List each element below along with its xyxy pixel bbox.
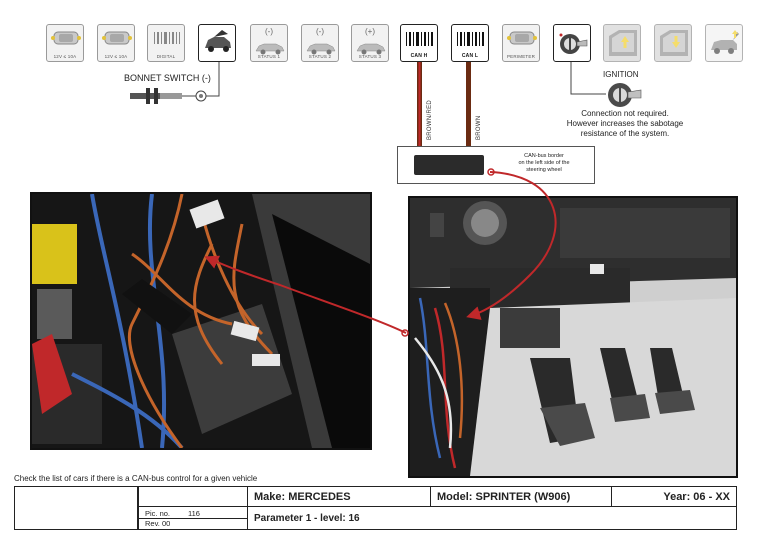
tile-ignition (553, 24, 591, 62)
parameter-level: Parameter 1 - level: 16 (247, 506, 737, 530)
tile-12v-10a-1: 12V ≤ 10A (46, 24, 84, 62)
pic-value: 116 (188, 508, 200, 518)
tile-caption: STATUS 3 (358, 54, 382, 59)
ignition-note-line-2: However increases the sabotage (566, 119, 684, 128)
wire-can-h-stripe (418, 62, 421, 152)
tile-status2: (-) STATUS 2 (301, 24, 339, 62)
ignition-lock-icon (608, 83, 642, 107)
car-side-icon (356, 43, 386, 55)
ignition-note: Connection not required. However increas… (535, 109, 715, 139)
ignition-label: IGNITION (603, 70, 639, 79)
wire-label-brown-red: BROWN/RED (427, 99, 433, 140)
tile-can-h: CAN H (400, 24, 438, 62)
tile-window-up (603, 24, 641, 62)
pic-number-row: Pic. no. 116 (145, 509, 241, 518)
ignition-key-icon (559, 33, 588, 54)
tile-perimeter: PERIMETER (502, 24, 540, 62)
ignition-note-line-1: Connection not required. (581, 109, 669, 118)
wire-can-h (417, 62, 422, 152)
canbus-border-line-2: on the left side of the (518, 160, 570, 166)
barcode-icon (154, 32, 180, 44)
canbus-border-line-3: steering wheel (526, 167, 562, 173)
vehicle-info-table: Make: MERCEDES Model: SPRINTER (W906) Ye… (14, 485, 737, 530)
tile-trunk (705, 24, 743, 62)
info-pic-cell-top (138, 485, 248, 507)
tile-status1: (-) STATUS 1 (250, 24, 288, 62)
tile-status3: (+) STATUS 3 (351, 24, 389, 62)
window-up-icon (609, 30, 637, 56)
wire-label-brown: BROWN (476, 115, 482, 141)
pic-label: Pic. no. (145, 508, 171, 518)
tile-sign: (-) (265, 27, 273, 36)
vehicle-year: Year: 06 - XX (611, 485, 737, 508)
car-bonnet-icon (205, 30, 231, 52)
car-top-icon (507, 31, 537, 45)
barcode-icon (406, 32, 433, 46)
window-down-icon (660, 30, 688, 56)
tile-window-down (654, 24, 692, 62)
check-list-note: Check the list of cars if there is a CAN… (14, 474, 258, 483)
info-blank-cell (14, 486, 138, 530)
tile-caption: STATUS 1 (257, 54, 281, 59)
wiring-closeup-photo (30, 192, 372, 450)
dashboard-photo (408, 196, 738, 478)
tile-12v-10a-2: 12V ≤ 10A (97, 24, 135, 62)
tile-caption: STATUS 2 (308, 54, 332, 59)
tile-caption: PERIMETER (506, 54, 536, 59)
tile-caption: CAN L (461, 53, 479, 59)
car-top-icon (102, 31, 132, 45)
can-module (414, 155, 484, 175)
dashboard-drawing (410, 198, 736, 476)
wire-can-l (466, 62, 471, 152)
tile-caption: 12V ≤ 10A (53, 54, 77, 59)
tile-caption: 12V ≤ 10A (104, 54, 128, 59)
tile-sign: (+) (365, 27, 375, 36)
car-top-icon (51, 31, 81, 45)
barcode-icon (457, 32, 484, 46)
vehicle-model: Model: SPRINTER (W906) (430, 485, 612, 508)
car-side-icon (255, 43, 285, 55)
pic-rev-cell: Pic. no. 116 Rev. 00 (138, 506, 248, 530)
tile-caption: CAN H (410, 53, 428, 59)
vehicle-make: Make: MERCEDES (247, 485, 431, 508)
ignition-note-line-3: resistance of the system. (580, 129, 670, 138)
bonnet-switch-icon (128, 86, 129, 87)
canbus-border-text: CAN-bus border on the left side of the s… (502, 153, 586, 174)
revision: Rev. 00 (139, 517, 247, 528)
tile-caption: DIGITAL (156, 54, 176, 59)
bonnet-switch-label: BONNET SWITCH (-) (124, 73, 211, 83)
car-side-icon (306, 43, 336, 55)
tile-sign: (-) (316, 27, 324, 36)
canbus-border-line-1: CAN-bus border (524, 153, 564, 159)
tile-can-l: CAN L (451, 24, 489, 62)
trunk-icon (711, 30, 739, 54)
tile-bonnet (198, 24, 236, 62)
wiring-closeup-drawing (32, 194, 370, 448)
tile-digital: DIGITAL (147, 24, 185, 62)
canbus-border-box: CAN-bus border on the left side of the s… (397, 146, 595, 184)
